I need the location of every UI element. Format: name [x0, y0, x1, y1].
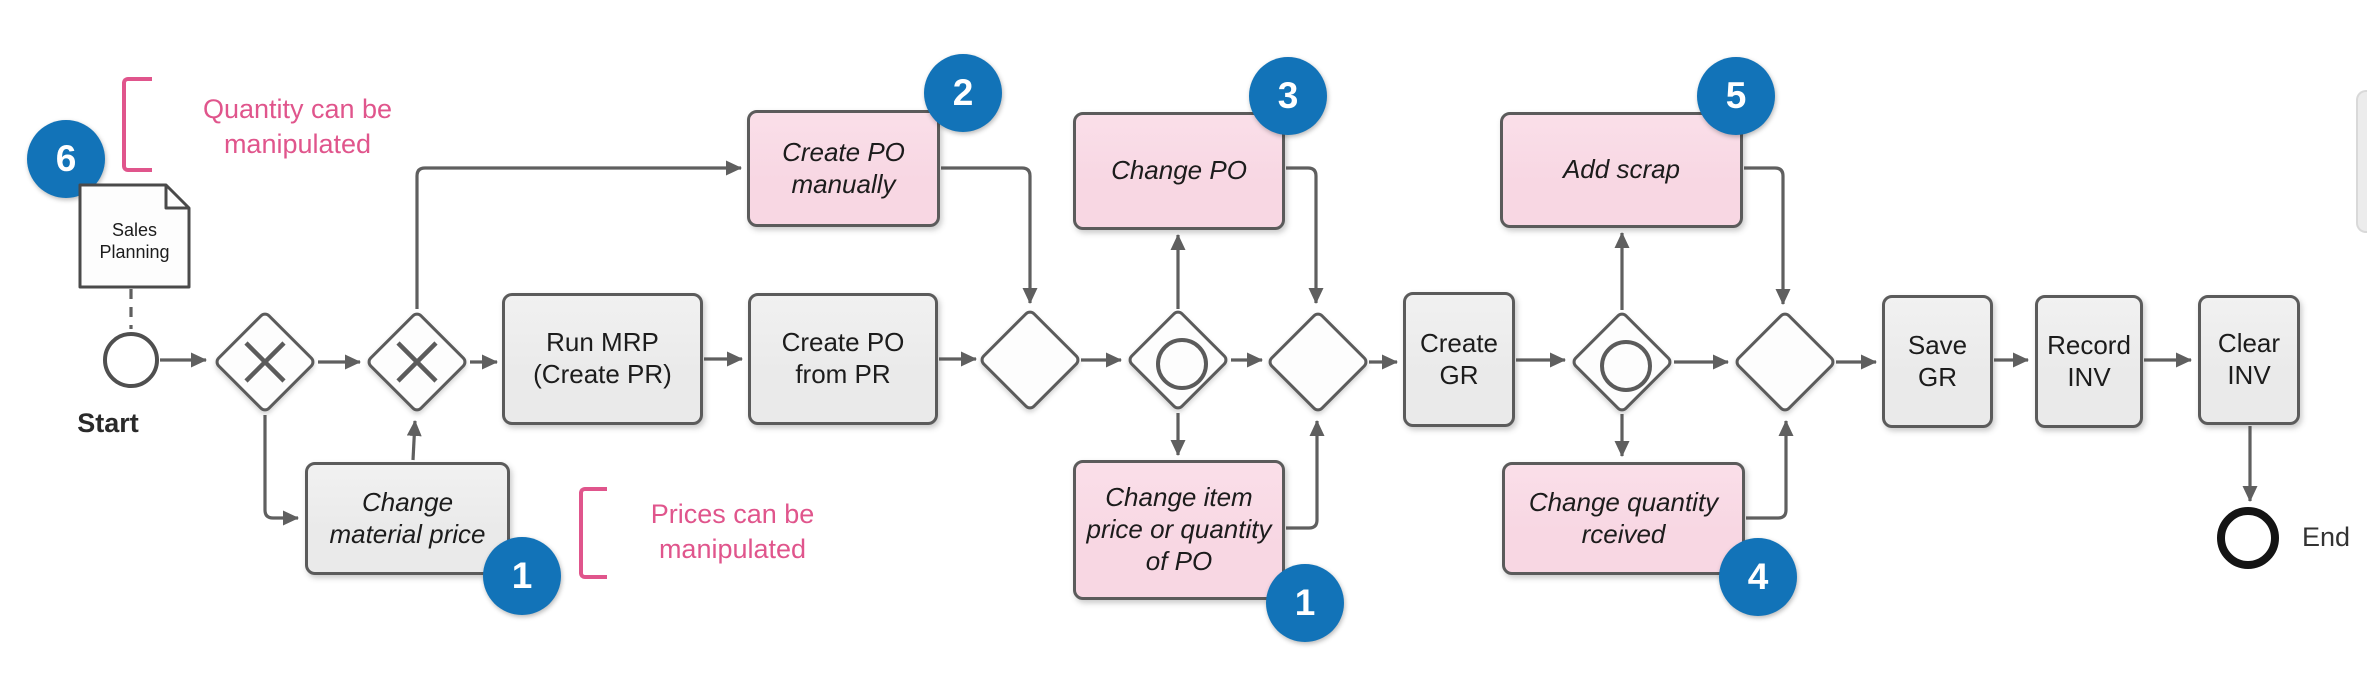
task-change-item-price-label: Change item price or quantity of PO — [1086, 482, 1272, 576]
merge-gateway-3[interactable] — [1732, 309, 1838, 415]
task-clear-inv[interactable]: Clear INV — [2198, 295, 2300, 425]
document-icon — [78, 183, 191, 289]
task-run-mrp[interactable]: Run MRP (Create PR) — [502, 293, 703, 425]
task-record-inv-label: Record INV — [2047, 329, 2131, 392]
badge-2-number: 2 — [952, 72, 974, 113]
task-create-gr[interactable]: Create GR — [1403, 292, 1515, 427]
flow-gateway2-to-create-po-manually — [415, 160, 742, 309]
badge-1-number: 1 — [1294, 582, 1316, 623]
task-record-inv[interactable]: Record INV — [2035, 295, 2143, 428]
badge-5-number: 5 — [1725, 75, 1747, 116]
merge-gateway-1[interactable] — [977, 307, 1083, 413]
task-change-quantity-received[interactable]: Change quantity rceived — [1502, 462, 1745, 575]
task-create-gr-label: Create GR — [1419, 327, 1499, 390]
task-clear-inv-label: Clear INV — [2217, 328, 2281, 390]
badge-5[interactable]: 5 — [1697, 57, 1775, 135]
badge-6-number: 6 — [55, 138, 77, 179]
task-add-scrap[interactable]: Add scrap — [1500, 112, 1743, 228]
annotation-quantity[interactable]: Quantity can be manipulated — [202, 94, 393, 160]
annotation-bracket-quantity — [122, 77, 152, 172]
task-save-gr[interactable]: Save GR — [1882, 295, 1993, 428]
annotation-prices[interactable]: Prices can be manipulated — [650, 499, 815, 565]
flow-change-item-price-to-merge2 — [1286, 420, 1325, 530]
badge-2[interactable]: 2 — [924, 54, 1002, 132]
inclusive-gateway-1[interactable] — [1125, 307, 1231, 413]
flow-change-quantity-to-merge3 — [1746, 420, 1794, 520]
x-marker-icon — [244, 341, 286, 383]
x-marker-icon — [396, 341, 438, 383]
badge-1-number: 1 — [511, 555, 533, 596]
badge-4-number: 4 — [1747, 556, 1769, 597]
flow-add-scrap-to-merge3 — [1744, 166, 1791, 305]
exclusive-gateway-2[interactable] — [364, 309, 470, 415]
task-create-po-manually[interactable]: Create PO manually — [747, 110, 940, 227]
badge-3-number: 3 — [1277, 75, 1299, 116]
badge-1-material-price[interactable]: 1 — [483, 537, 561, 615]
flow-change-po-to-merge2 — [1286, 166, 1324, 304]
task-create-po-from-pr-label: Create PO from PR — [781, 327, 905, 389]
sales-planning-document[interactable]: Sales Planning — [78, 183, 191, 289]
task-change-po-label: Change PO — [1111, 155, 1247, 186]
exclusive-gateway-1[interactable] — [212, 309, 318, 415]
task-save-gr-label: Save GR — [1907, 329, 1968, 392]
task-create-po-manually-label: Create PO manually — [782, 136, 905, 199]
task-change-material-price-label: Change material price — [329, 486, 486, 549]
end-label: End — [2302, 522, 2351, 552]
task-create-po-from-pr[interactable]: Create PO from PR — [748, 293, 938, 425]
inclusive-gateway-2[interactable] — [1569, 309, 1675, 415]
inclusive-circle-icon — [1600, 340, 1652, 392]
flow-create-po-manually-to-merge1 — [941, 166, 1038, 304]
end-event[interactable] — [2217, 507, 2279, 569]
badge-3[interactable]: 3 — [1249, 57, 1327, 135]
right-edge-shape-fragment — [2356, 90, 2367, 233]
task-change-item-price[interactable]: Change item price or quantity of PO — [1073, 460, 1285, 600]
start-label: Start — [77, 408, 139, 438]
start-event[interactable] — [103, 332, 159, 388]
badge-4[interactable]: 4 — [1719, 538, 1797, 616]
task-add-scrap-label: Add scrap — [1562, 154, 1681, 185]
badge-1-item-price[interactable]: 1 — [1266, 564, 1344, 642]
merge-gateway-2[interactable] — [1265, 309, 1371, 415]
inclusive-circle-icon — [1156, 338, 1208, 390]
task-change-material-price[interactable]: Change material price — [305, 462, 510, 575]
flow-change-material-price-to-gateway2 — [406, 420, 422, 461]
flow-gateway1-to-change-material-price — [263, 415, 299, 526]
task-change-quantity-received-label: Change quantity rceived — [1528, 486, 1719, 549]
task-run-mrp-label: Run MRP (Create PR) — [533, 327, 672, 389]
task-change-po[interactable]: Change PO — [1073, 112, 1285, 230]
annotation-bracket-prices — [579, 487, 607, 579]
